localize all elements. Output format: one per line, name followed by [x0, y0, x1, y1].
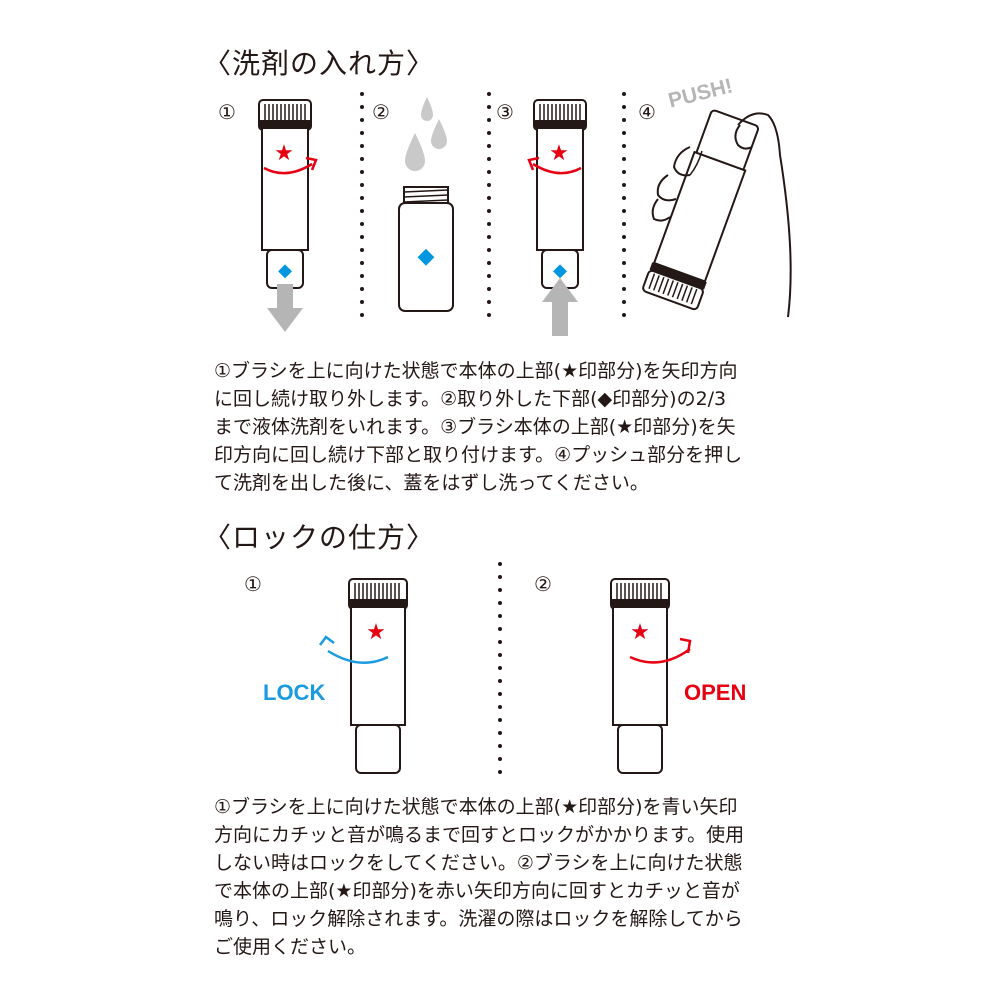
- step-number-3: ③: [496, 100, 514, 124]
- instruction-line: 印方向に回し続け下部と取り付けます。④プッシュ部分を押し: [214, 444, 743, 466]
- instruction-line: ご使用ください。: [214, 936, 367, 958]
- dotted-separator: [360, 92, 364, 326]
- unlock-illustration: ★: [610, 578, 692, 774]
- instruction-line: しない時はロックをしてください。②ブラシを上に向けた状態: [214, 852, 743, 874]
- step-number-1: ①: [218, 100, 236, 124]
- lock-section-title: 〈ロックの仕方〉: [203, 521, 436, 554]
- refill-section-title: 〈洗剤の入れ方〉: [203, 47, 436, 80]
- brush-attach-illustration: ★ ◆: [527, 99, 587, 336]
- instruction-line: 方向にカチッと音が鳴るまで回すとロックがかかります。使用: [214, 824, 745, 846]
- instruction-line: ①ブラシを上に向けた状態で本体の上部(★印部分)を矢印方向: [214, 360, 738, 382]
- instruction-line: 鳴り、ロック解除されます。洗濯の際はロックを解除してから: [214, 908, 743, 930]
- detergent-fill-illustration: ◆: [398, 97, 454, 312]
- svg-text:★: ★: [274, 141, 294, 166]
- dotted-separator: [498, 562, 502, 783]
- push-dispense-illustration: [642, 109, 792, 318]
- open-label: OPEN: [684, 680, 747, 705]
- lock-step-number-2: ②: [534, 572, 552, 596]
- lock-label: LOCK: [263, 680, 326, 705]
- dotted-separator: [487, 92, 491, 326]
- dotted-separator: [622, 92, 626, 326]
- refill-instructions: ①ブラシを上に向けた状態で本体の上部(★印部分)を矢印方向 に回し続け取り外しま…: [214, 357, 794, 497]
- svg-text:◆: ◆: [553, 260, 567, 281]
- lock-instructions: ①ブラシを上に向けた状態で本体の上部(★印部分)を青い矢印 方向にカチッと音が鳴…: [214, 793, 794, 961]
- brush-detach-illustration: ★ ◆: [258, 99, 318, 332]
- instruction-line: に回し続け取り外します。②取り外した下部(◆印部分)の2/3: [214, 388, 727, 410]
- lock-illustration: ★: [319, 578, 408, 774]
- instruction-line: で本体の上部(★印部分)を赤い矢印方向に回すとカチッと音が: [214, 880, 740, 902]
- instruction-line: まで液体洗剤をいれます。③ブラシ本体の上部(★印部分)を矢: [214, 416, 736, 438]
- svg-text:◆: ◆: [418, 244, 435, 269]
- lock-step-number-1: ①: [244, 572, 262, 596]
- svg-text:★: ★: [366, 620, 386, 645]
- svg-text:★: ★: [549, 141, 569, 166]
- instruction-line: て洗剤を出した後に、蓋をはずし洗ってください。: [214, 472, 649, 494]
- svg-text:★: ★: [630, 620, 650, 645]
- step-number-2: ②: [372, 100, 390, 124]
- svg-text:◆: ◆: [278, 260, 292, 281]
- instruction-line: ①ブラシを上に向けた状態で本体の上部(★印部分)を青い矢印: [214, 796, 738, 818]
- step-number-4: ④: [638, 100, 656, 124]
